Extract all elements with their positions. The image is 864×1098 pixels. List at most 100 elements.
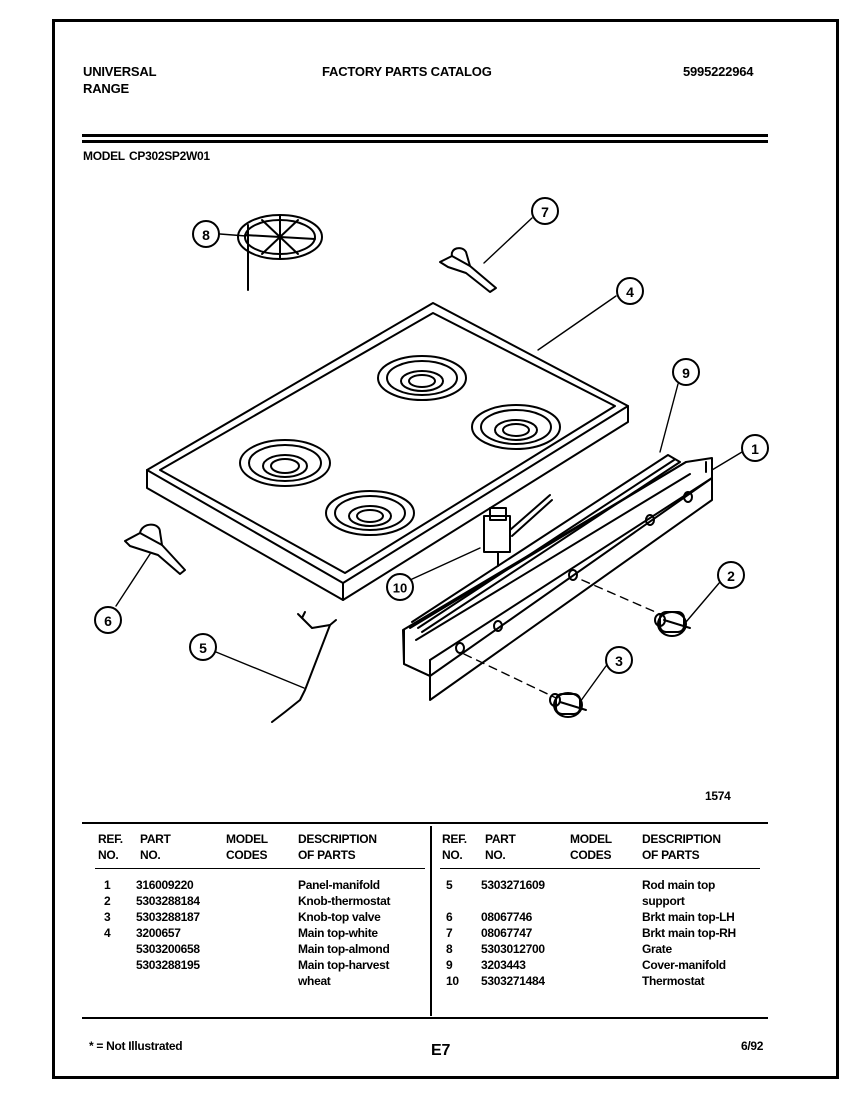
callout-5: 5 (199, 640, 207, 656)
callout-4: 4 (626, 284, 634, 300)
callout-4-circle (616, 277, 644, 305)
footnote: * = Not Illustrated (89, 1039, 183, 1053)
right-desc-column: Rod main top support Brkt main top-LH Br… (642, 877, 736, 989)
callout-2: 2 (727, 568, 735, 584)
callout-9-circle (672, 358, 700, 386)
revision-date: 6/92 (741, 1039, 764, 1053)
knob-top-valve-drawing (549, 692, 587, 718)
callout-6-circle (94, 606, 122, 634)
table-cell: Brkt main top-RH (642, 926, 736, 940)
knob-thermostat-drawing (654, 611, 691, 637)
table-cell: 2 (104, 894, 111, 908)
table-cell: Thermostat (642, 974, 705, 988)
page-code: E7 (431, 1042, 451, 1059)
table-cell: Main top-almond (298, 942, 390, 956)
table-divider (430, 826, 432, 1016)
left-ref-column: 1 2 3 4 (104, 877, 111, 941)
brand-line-2: RANGE (83, 81, 129, 96)
table-cell: 316009220 (136, 878, 194, 892)
table-cell: 1 (104, 878, 111, 892)
table-cell: 5303288184 (136, 894, 200, 908)
table-cell: 7 (446, 926, 453, 940)
table-cell: Main top-harvest (298, 958, 390, 972)
cover-manifold-drawing (411, 454, 681, 633)
right-part-column: 5303271609 08067746 08067747 5303012700 … (481, 877, 545, 989)
right-ref-column: 5 6 7 8 9 10 (446, 877, 459, 989)
model-value: CP302SP2W01 (129, 149, 210, 163)
table-cell (481, 893, 545, 909)
thermostat-drawing (483, 494, 553, 567)
drawing-number: 1574 (705, 789, 731, 803)
table-cell: wheat (298, 974, 331, 988)
table-cell: Brkt main top-LH (642, 910, 735, 924)
table-cell: 5303012700 (481, 942, 545, 956)
bracket-rh-drawing (439, 247, 497, 293)
callout-1: 1 (751, 441, 759, 457)
grate-drawing (237, 214, 323, 291)
catalog-number: 5995222964 (683, 64, 754, 79)
callout-5-circle (189, 633, 217, 661)
model-label: MODEL (83, 149, 125, 163)
table-rule-top (82, 822, 768, 824)
table-cell: 8 (446, 942, 453, 956)
table-cell: 5303200658 (136, 942, 200, 956)
table-cell: 5303288195 (136, 958, 200, 972)
catalog-title: FACTORY PARTS CATALOG (322, 64, 492, 79)
exploded-parts-diagram: 1 2 3 4 5 6 7 8 9 10 (94, 197, 769, 723)
page-frame (52, 19, 839, 1079)
table-cell: Main top-white (298, 926, 378, 940)
table-cell: 9 (446, 958, 453, 972)
table-cell: 6 (446, 910, 453, 924)
callout-9: 9 (682, 365, 690, 381)
table-cell: Knob-top valve (298, 910, 381, 924)
callout-10-circle (386, 573, 414, 601)
callout-3: 3 (615, 653, 623, 669)
header-underline-right (440, 868, 760, 869)
left-desc-column: Panel-manifold Knob-thermostat Knob-top … (298, 877, 390, 989)
table-cell: 10 (446, 974, 459, 988)
table-cell: 5 (446, 878, 453, 892)
callout-6: 6 (104, 613, 112, 629)
header-underline-left (95, 868, 425, 869)
table-cell: 5303271484 (481, 974, 545, 988)
rod-drawing (271, 611, 337, 723)
table-cell: Rod main top (642, 878, 716, 892)
table-cell: 5303271609 (481, 878, 545, 892)
bracket-lh-drawing (124, 523, 186, 575)
table-cell: 3203443 (481, 958, 526, 972)
table-rule-bottom (82, 1017, 768, 1019)
table-cell: Cover-manifold (642, 958, 726, 972)
callout-10: 10 (393, 581, 407, 596)
table-cell: 3 (104, 910, 111, 924)
left-part-column: 316009220 5303288184 5303288187 3200657 … (136, 877, 200, 973)
table-cell: 5303288187 (136, 910, 200, 924)
table-cell: 4 (104, 926, 111, 940)
table-cell: Panel-manifold (298, 878, 380, 892)
table-cell (446, 893, 459, 909)
callout-1-circle (741, 434, 769, 462)
header-rule-bottom (82, 140, 768, 143)
manifold-panel-drawing (402, 457, 713, 701)
callout-8-circle (192, 220, 220, 248)
table-cell: 08067746 (481, 910, 532, 924)
header-ref-right: REF.NO. (442, 832, 467, 862)
main-top-drawing (146, 302, 629, 601)
table-cell: Grate (642, 942, 672, 956)
callout-7: 7 (541, 204, 549, 220)
table-cell: support (642, 894, 685, 908)
callout-3-circle (605, 646, 633, 674)
callout-8: 8 (202, 227, 210, 243)
header-ref-left: REF.NO. (98, 832, 123, 862)
callout-7-circle (531, 197, 559, 225)
brand-line-1: UNIVERSAL (83, 64, 157, 79)
header-rule-top (82, 134, 768, 137)
table-cell: 08067747 (481, 926, 532, 940)
table-cell: Knob-thermostat (298, 894, 391, 908)
table-cell: 3200657 (136, 926, 181, 940)
